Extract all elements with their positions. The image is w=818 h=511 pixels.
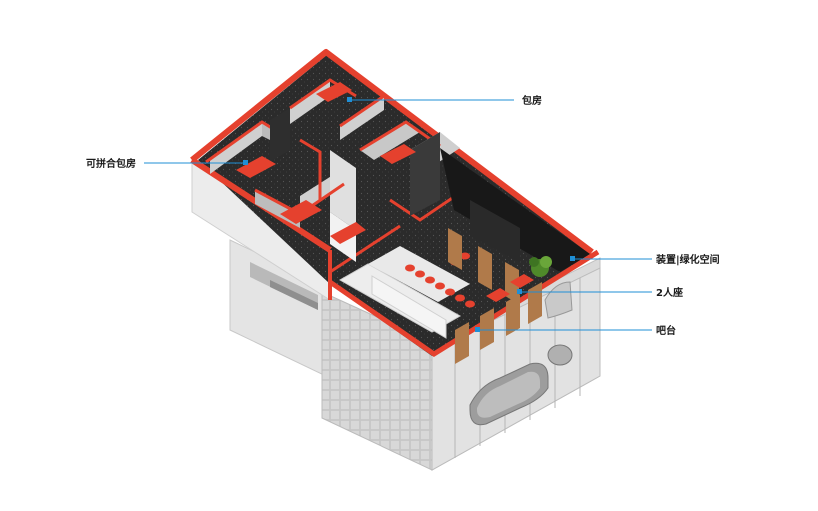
- label-decor-green-space: 装置|绿化空间: [655, 253, 720, 266]
- private-room-table: [380, 144, 416, 164]
- round-window: [547, 344, 573, 366]
- bar-counter-block: [371, 275, 447, 339]
- private-rooms-cluster: [205, 78, 471, 274]
- two-person-table: [510, 274, 534, 288]
- two-person-table: [486, 288, 510, 302]
- decor-green-space-zone: [440, 148, 590, 277]
- label-bar-counter: 吧台: [656, 324, 676, 337]
- wood-partitions: [448, 228, 542, 364]
- bar-seating-area: [338, 228, 542, 364]
- private-room-table: [316, 82, 352, 102]
- label-combinable-private-room: 可拼合包房: [86, 157, 136, 170]
- annotation-leaders: [144, 97, 652, 332]
- private-room-table: [280, 200, 322, 224]
- label-two-person-seating: 2人座: [656, 286, 683, 299]
- label-private-room: 包房: [522, 94, 542, 107]
- private-room-table: [236, 156, 276, 178]
